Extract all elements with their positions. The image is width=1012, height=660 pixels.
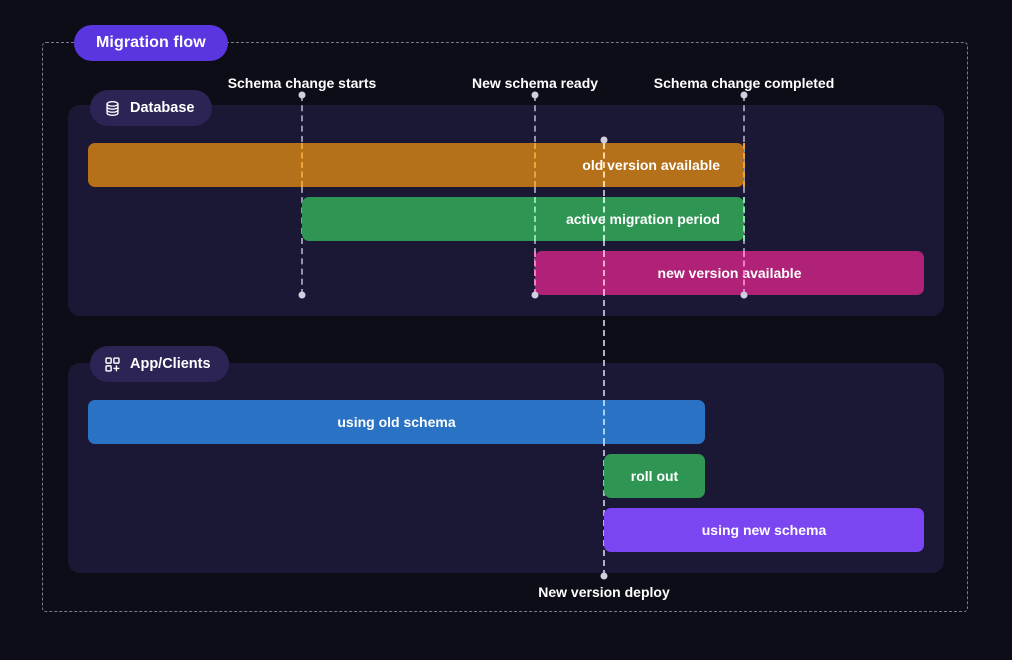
milestone-line-segment — [534, 197, 536, 241]
diagram-outer-frame — [42, 42, 968, 612]
milestone-line-segment — [743, 197, 745, 241]
bar-label: old version available — [582, 157, 720, 173]
milestone-line-schema-change-starts — [301, 95, 303, 295]
diagram-title-label: Migration flow — [96, 34, 206, 51]
milestone-line-segment — [534, 143, 536, 187]
bar-label: roll out — [630, 468, 679, 484]
bar-new-version-available[interactable]: new version available — [535, 251, 924, 295]
deploy-line-segment — [603, 251, 605, 295]
milestone-label-schema-change-completed: Schema change completed — [653, 75, 835, 91]
bar-old-version-available[interactable]: old version available — [88, 143, 744, 187]
deploy-dot-bottom — [600, 572, 608, 580]
deploy-dot-top — [600, 136, 608, 144]
deploy-marker-line — [603, 140, 605, 576]
app-grid-plus-icon — [104, 356, 121, 373]
milestone-line-schema-change-completed — [743, 95, 745, 295]
deploy-marker-label: New version deploy — [538, 584, 670, 600]
bar-label: active migration period — [565, 211, 720, 227]
lane-pill-app-clients: App/Clients — [90, 346, 229, 382]
bar-using-new-schema[interactable]: using new schema — [604, 508, 924, 552]
milestone-dot-bottom — [531, 291, 539, 299]
milestone-label-new-schema-ready: New schema ready — [471, 75, 599, 91]
bar-using-old-schema[interactable]: using old schema — [88, 400, 705, 444]
database-icon — [104, 100, 121, 117]
bar-label: using new schema — [701, 522, 827, 538]
deploy-line-segment — [603, 197, 605, 241]
milestone-dot-bottom — [740, 291, 748, 299]
bar-label: new version available — [657, 265, 802, 281]
bar-roll-out[interactable]: roll out — [604, 454, 705, 498]
deploy-line-segment — [603, 400, 605, 444]
diagram-title-badge: Migration flow — [74, 25, 228, 61]
bar-label: using old schema — [337, 414, 456, 430]
milestone-dot-top — [531, 91, 539, 99]
milestone-line-segment — [301, 143, 303, 187]
milestone-dot-bottom — [298, 291, 306, 299]
milestone-dot-top — [298, 91, 306, 99]
milestone-label-schema-change-starts: Schema change starts — [227, 75, 377, 91]
milestone-dot-top — [740, 91, 748, 99]
milestone-line-segment — [743, 143, 745, 187]
lane-pill-database: Database — [90, 90, 213, 126]
milestone-line-new-schema-ready — [534, 95, 536, 295]
lane-label-database: Database — [130, 100, 195, 116]
lane-label-app-clients: App/Clients — [130, 356, 211, 372]
milestone-line-segment — [534, 251, 536, 295]
milestone-line-segment — [743, 251, 745, 295]
deploy-line-segment — [603, 143, 605, 187]
bar-active-migration-period[interactable]: active migration period — [302, 197, 744, 241]
